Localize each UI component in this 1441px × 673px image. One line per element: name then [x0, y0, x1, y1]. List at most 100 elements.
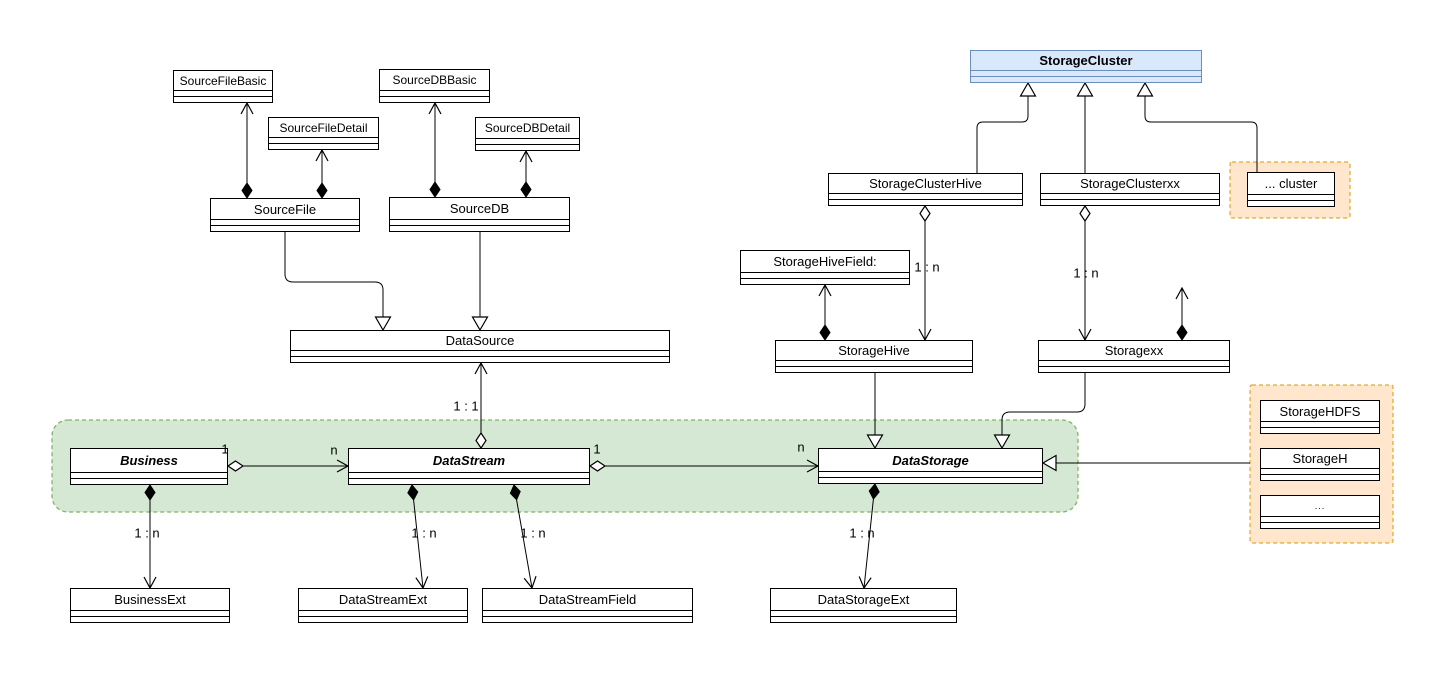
attributes-compartment	[291, 350, 669, 356]
class-sourcedbbasic[interactable]: SourceDBBasic	[379, 69, 490, 103]
class-storagexx[interactable]: Storagexx	[1038, 340, 1230, 373]
methods-compartment	[971, 76, 1201, 82]
class-datastream[interactable]: DataStream	[348, 448, 590, 485]
class-title: Storagexx	[1104, 343, 1164, 358]
class-sourcefile[interactable]: SourceFile	[210, 198, 360, 232]
class-title: SourceDB	[449, 201, 510, 216]
methods-compartment	[1261, 427, 1379, 433]
attributes-compartment	[1041, 193, 1219, 199]
class-title: Business	[120, 453, 178, 468]
class-storagehdfs[interactable]: StorageHDFS	[1260, 400, 1380, 434]
class-title: DataStorage	[892, 452, 969, 468]
methods-compartment	[380, 96, 489, 102]
class-storageclusterhive[interactable]: StorageClusterHive	[828, 173, 1023, 206]
multiplicity-label: 1 : n	[1073, 265, 1099, 281]
class-datasource[interactable]: DataSource	[290, 330, 670, 363]
attributes-compartment	[71, 610, 229, 616]
attributes-compartment	[349, 472, 589, 478]
attributes-compartment	[771, 610, 956, 616]
attributes-compartment	[776, 360, 972, 366]
attributes-compartment	[829, 193, 1022, 199]
multiplicity-label: 1	[593, 441, 601, 457]
class-title: StorageHive	[838, 343, 910, 358]
attributes-compartment	[380, 90, 489, 96]
methods-compartment	[476, 144, 579, 150]
methods-compartment	[1041, 199, 1219, 205]
edge-datastorage-datastorageext	[858, 483, 880, 590]
methods-compartment	[349, 478, 589, 484]
class-title: StorageClusterxx	[1080, 176, 1180, 191]
edge-storagexx-datastorage	[993, 373, 1086, 450]
attributes-compartment	[1261, 516, 1379, 522]
class-datastorageext[interactable]: DataStorageExt	[770, 588, 957, 623]
multiplicity-label: 1	[221, 441, 229, 457]
class-title: StorageClusterHive	[869, 176, 982, 191]
class-title: StorageH	[1292, 451, 1348, 466]
class-title: SourceFileDetail	[279, 120, 368, 135]
class-title: SourceFileBasic	[179, 73, 267, 88]
multiplicity-label: 1 : n	[134, 525, 160, 541]
methods-compartment	[71, 478, 227, 484]
class-sourcefilebasic[interactable]: SourceFileBasic	[173, 70, 273, 103]
class-title: DataStreamExt	[338, 592, 428, 607]
class-datastreamext[interactable]: DataStreamExt	[298, 588, 468, 623]
class-datastreamfield[interactable]: DataStreamField	[482, 588, 693, 623]
class-title: SourceFile	[253, 201, 317, 217]
multiplicity-label: 1 : n	[914, 259, 940, 275]
class-title: DataStream	[432, 453, 506, 468]
class-title: ... cluster	[1264, 176, 1318, 191]
class-title: ...	[1314, 500, 1326, 511]
class-storageclusterxx[interactable]: StorageClusterxx	[1040, 173, 1220, 206]
class-sourcefiledetail[interactable]: SourceFileDetail	[268, 117, 379, 150]
multiplicity-label: 1 : n	[411, 525, 437, 541]
class-title: BusinessExt	[114, 592, 186, 607]
class-cluster-etc[interactable]: ... cluster	[1247, 172, 1335, 207]
class-sourcedbdetail[interactable]: SourceDBDetail	[475, 117, 580, 151]
methods-compartment	[819, 477, 1042, 483]
class-business[interactable]: Business	[70, 448, 228, 485]
methods-compartment	[1261, 522, 1379, 528]
class-storagehivefield[interactable]: StorageHiveField:	[740, 250, 910, 285]
methods-compartment	[776, 366, 972, 372]
class-storagecluster[interactable]: StorageCluster	[970, 50, 1202, 83]
attributes-compartment	[1261, 421, 1379, 427]
class-title: StorageHiveField:	[773, 254, 877, 269]
methods-compartment	[211, 225, 359, 231]
edge-datastream-datastreamext	[407, 484, 429, 590]
methods-compartment	[71, 616, 229, 622]
class-title: StorageHDFS	[1279, 403, 1361, 419]
class-storage-etc[interactable]: ...	[1260, 495, 1380, 529]
class-datastorage[interactable]: DataStorage	[818, 448, 1043, 484]
methods-compartment	[174, 96, 272, 102]
attributes-compartment	[390, 219, 569, 225]
methods-compartment	[1261, 474, 1379, 480]
class-title: DataStreamField	[538, 592, 637, 607]
multiplicity-label: 1 : n	[849, 525, 875, 541]
methods-compartment	[291, 356, 669, 362]
edge-clusteretc-storagecluster	[1136, 81, 1258, 172]
class-title: StorageCluster	[1039, 53, 1133, 68]
class-storageh[interactable]: StorageH	[1260, 448, 1380, 481]
methods-compartment	[1039, 366, 1229, 372]
methods-compartment	[390, 225, 569, 231]
methods-compartment	[771, 616, 956, 622]
multiplicity-label: n	[330, 442, 338, 458]
class-businessext[interactable]: BusinessExt	[70, 588, 230, 623]
class-sourcedb[interactable]: SourceDB	[389, 197, 570, 232]
multiplicity-label: n	[797, 439, 805, 455]
class-title: DataStorageExt	[817, 592, 910, 607]
attributes-compartment	[1039, 360, 1229, 366]
class-storagehive[interactable]: StorageHive	[775, 340, 973, 373]
methods-compartment	[299, 616, 467, 622]
attributes-compartment	[1261, 468, 1379, 474]
methods-compartment	[829, 199, 1022, 205]
class-title: SourceDBDetail	[484, 121, 571, 135]
attributes-compartment	[476, 138, 579, 144]
attributes-compartment	[741, 272, 909, 278]
class-title: SourceDBBasic	[392, 73, 477, 87]
attributes-compartment	[211, 219, 359, 225]
multiplicity-label: 1 : n	[520, 525, 546, 541]
methods-compartment	[269, 143, 378, 149]
methods-compartment	[741, 278, 909, 284]
edge-datastream-datastreamfield	[509, 484, 537, 590]
